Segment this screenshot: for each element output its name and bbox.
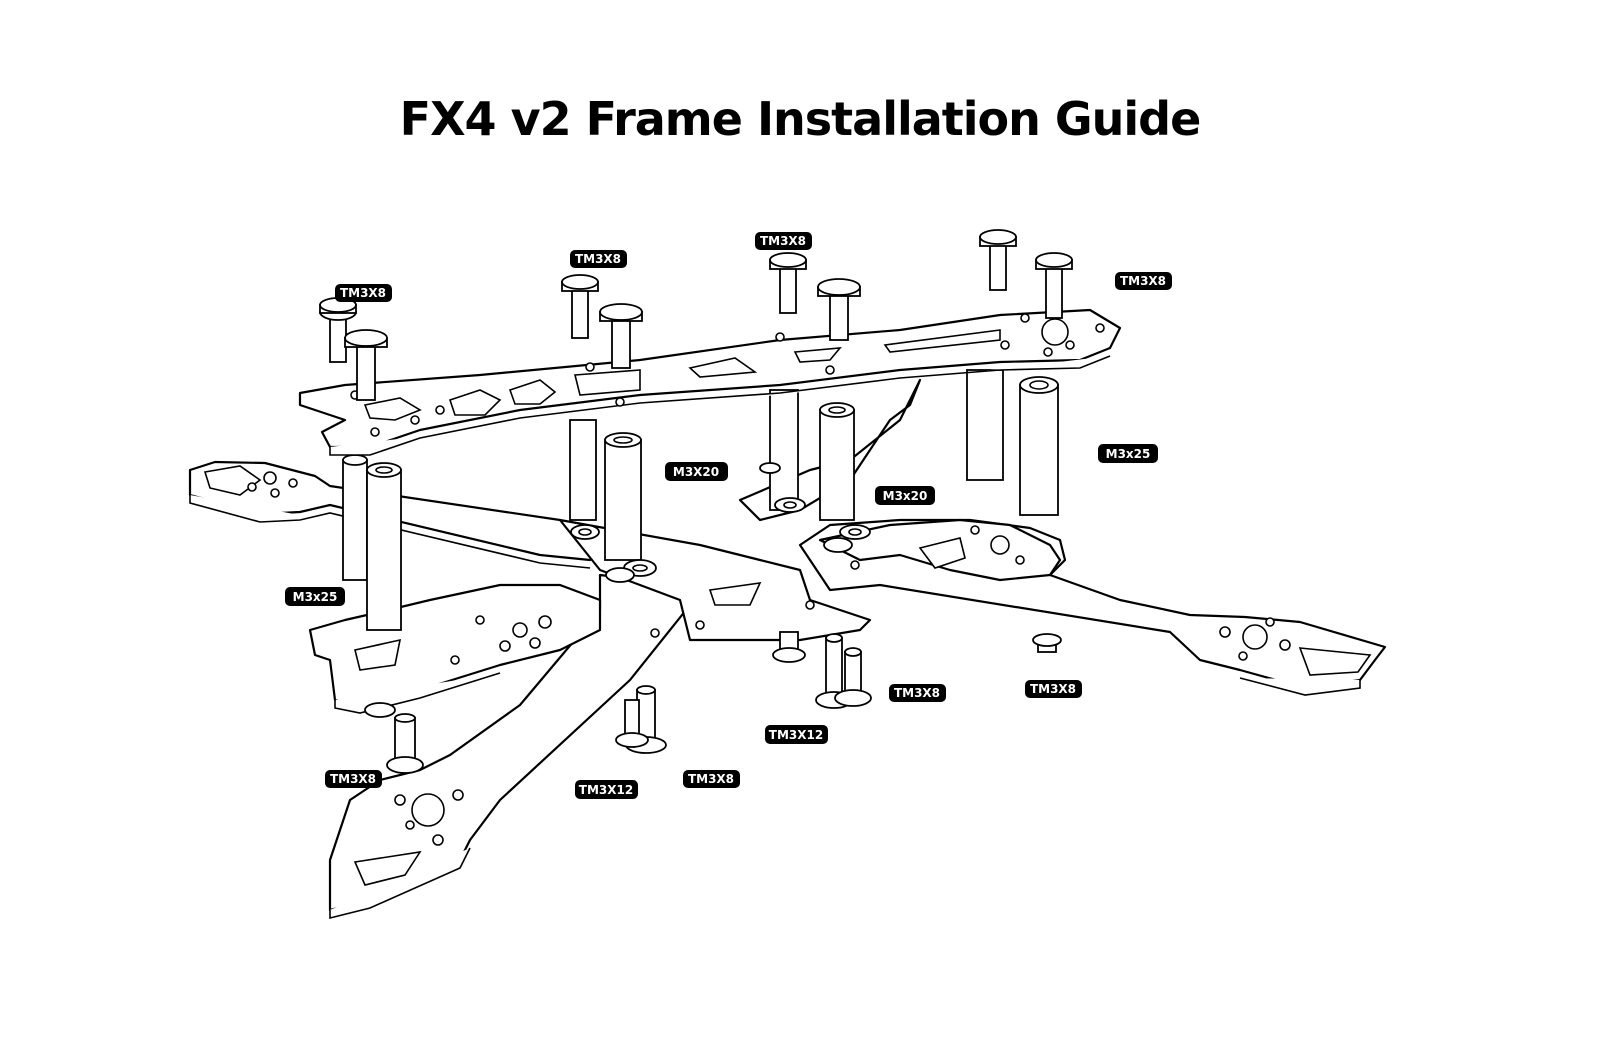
svg-text:M3X20: M3X20	[673, 465, 719, 479]
label-tm3x8-e: TM3X8	[889, 684, 946, 702]
svg-text:TM3X8: TM3X8	[688, 772, 734, 786]
standoff-m3x25-left	[366, 469, 402, 631]
top-plate	[298, 308, 1122, 456]
label-m3x20-left: M3X20	[665, 462, 728, 481]
label-tm3x8-g: TM3X8	[325, 770, 382, 788]
label-tm3x12-b: TM3X12	[575, 780, 638, 799]
svg-text:M3x20: M3x20	[883, 489, 928, 503]
label-m3x25-right: M3x25	[1098, 444, 1158, 463]
label-tm3x8-f: TM3X8	[1025, 680, 1082, 698]
svg-text:TM3X8: TM3X8	[575, 252, 621, 266]
svg-text:TM3X8: TM3X8	[760, 234, 806, 248]
standoff-m3x25-right	[1019, 384, 1059, 516]
bottom-screws	[364, 631, 1062, 774]
svg-text:TM3X12: TM3X12	[579, 783, 633, 797]
svg-text:TM3X12: TM3X12	[769, 728, 823, 742]
page-title: FX4 v2 Frame Installation Guide	[399, 92, 1202, 146]
label-tm3x8-c: TM3X8	[755, 232, 812, 250]
svg-text:M3x25: M3x25	[293, 590, 338, 604]
standoffs	[342, 369, 1059, 631]
standoff-m3x25-right-back	[966, 369, 1004, 481]
standoff-m3x20-right-back	[769, 389, 799, 511]
svg-text:TM3X8: TM3X8	[1030, 682, 1076, 696]
svg-text:M3x25: M3x25	[1106, 447, 1151, 461]
svg-text:TM3X8: TM3X8	[340, 286, 386, 300]
top-screws	[319, 229, 1073, 401]
standoff-m3x20-left-back	[569, 419, 597, 521]
label-tm3x12-a: TM3X12	[765, 725, 828, 744]
label-m3x20-right: M3x20	[875, 486, 935, 505]
standoff-m3x20-right	[819, 409, 855, 521]
label-tm3x8-b: TM3X8	[570, 250, 627, 268]
label-tm3x8-a: TM3X8	[335, 284, 392, 302]
label-tm3x8-h: TM3X8	[683, 770, 740, 788]
label-m3x25-left: M3x25	[285, 587, 345, 606]
standoff-m3x20-left	[604, 439, 642, 561]
label-tm3x8-d: TM3X8	[1115, 272, 1172, 290]
svg-text:TM3X8: TM3X8	[1120, 274, 1166, 288]
standoff-m3x25-left-back	[342, 459, 368, 581]
svg-text:TM3X8: TM3X8	[894, 686, 940, 700]
svg-text:TM3X8: TM3X8	[330, 772, 376, 786]
